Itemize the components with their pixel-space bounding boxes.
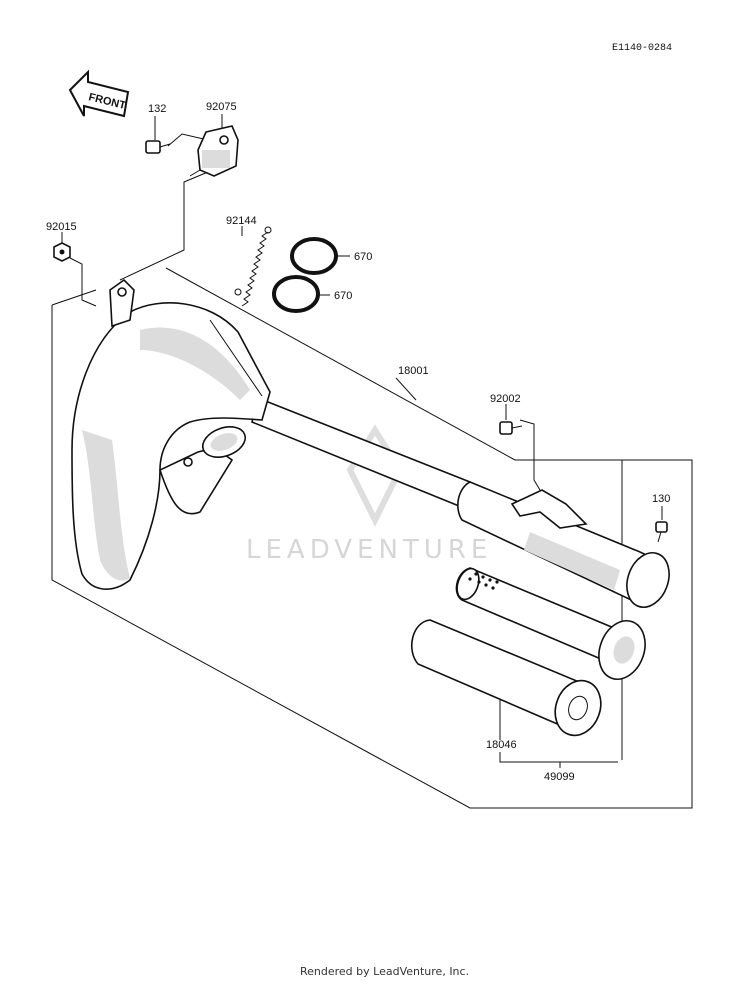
- watermark-text: LEADVENTURE: [246, 535, 492, 565]
- exhaust-chamber-18001-icon: [71, 278, 471, 590]
- gasket-670-icon: [272, 237, 338, 313]
- label-18046: 18046: [486, 739, 517, 751]
- diagram-code: E1140-0284: [612, 43, 672, 54]
- label-130: 130: [652, 493, 670, 505]
- label-18001: 18001: [398, 365, 429, 377]
- front-arrow-icon: FRONT: [68, 69, 130, 118]
- bolt-130-icon: [655, 521, 668, 543]
- damper-92075-icon: [189, 125, 239, 177]
- assembly-frame: [51, 267, 693, 809]
- label-670-upper: 670: [354, 251, 372, 263]
- footer-credit: Rendered by LeadVenture, Inc.: [300, 965, 469, 978]
- label-92015: 92015: [46, 221, 77, 233]
- silencer-body-icon: [457, 481, 670, 608]
- bolt-132-icon: [145, 140, 171, 154]
- label-49099: 49099: [544, 771, 575, 783]
- label-92144: 92144: [226, 215, 257, 227]
- nut-92015-icon: [53, 242, 71, 262]
- silencer-inner-pipe-icon: [455, 567, 646, 680]
- label-92075: 92075: [206, 101, 237, 113]
- label-670-lower: 670: [334, 290, 352, 302]
- spring-92144-icon: [234, 226, 272, 307]
- label-132: 132: [148, 103, 166, 115]
- leader-lines: [61, 114, 663, 768]
- label-92002: 92002: [490, 393, 521, 405]
- bolt-92002-icon: [499, 421, 523, 435]
- silencer-packing-18046-icon: [410, 619, 602, 737]
